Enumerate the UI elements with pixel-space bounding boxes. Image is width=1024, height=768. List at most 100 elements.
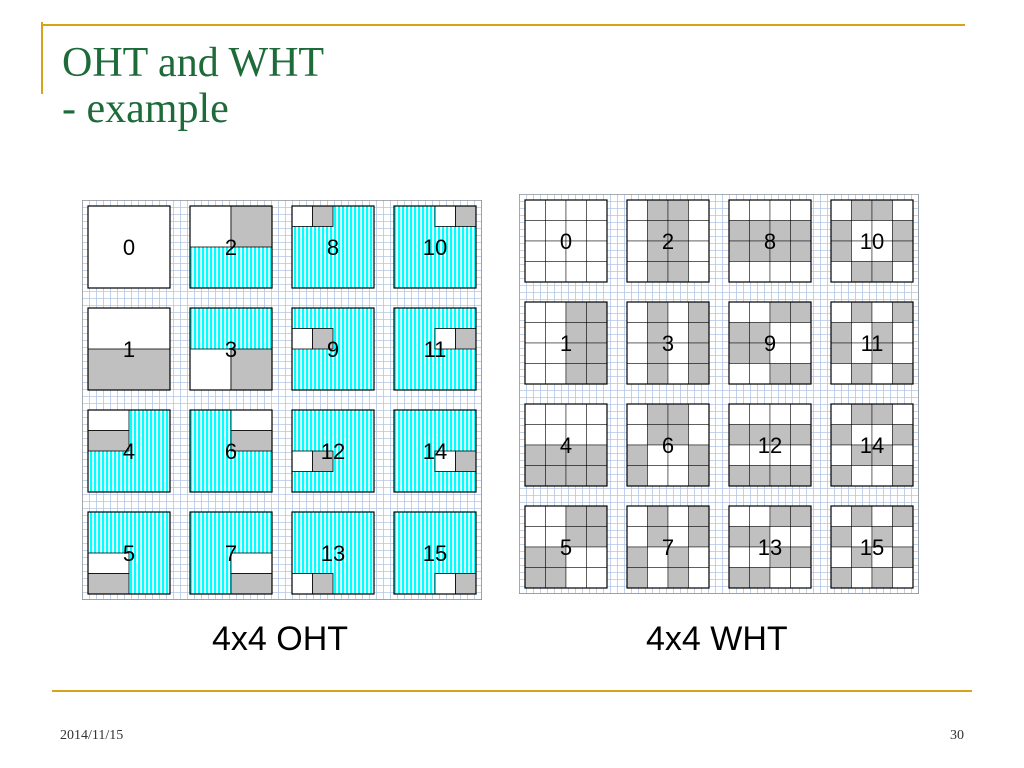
wht-tile-cell xyxy=(586,363,608,385)
wht-tile-cell xyxy=(892,444,914,466)
wht-tile-cell xyxy=(524,301,546,323)
wht-tile-cell xyxy=(830,199,852,221)
wht-tile-cell xyxy=(586,220,608,242)
oht-tile-block xyxy=(291,450,313,472)
wht-tile-border xyxy=(728,403,812,487)
wht-tile-cell xyxy=(688,526,710,548)
wht-tile-cell xyxy=(728,403,750,425)
wht-tile-cell xyxy=(728,240,750,262)
wht-tile-cell xyxy=(871,403,893,425)
oht-tile-block xyxy=(312,328,334,350)
wht-tile-cell xyxy=(626,546,648,568)
wht-tile-cell xyxy=(647,465,669,487)
wht-tile-cell xyxy=(769,199,791,221)
wht-tile-cell xyxy=(790,444,812,466)
wht-tile-cell xyxy=(830,505,852,527)
oht-tile-12: 12 xyxy=(291,409,375,493)
oht-tile-15: 15 xyxy=(393,511,477,595)
oht-tile-block xyxy=(434,573,456,595)
wht-tile-cell xyxy=(728,220,750,242)
wht-tile-border xyxy=(830,301,914,385)
oht-tile-label: 10 xyxy=(423,235,447,260)
wht-tile-border xyxy=(626,199,710,283)
wht-tile-cell xyxy=(626,526,648,548)
wht-tile-cell xyxy=(565,301,587,323)
wht-tile-cell xyxy=(524,567,546,589)
oht-tile-block xyxy=(291,205,313,227)
wht-tile-cell xyxy=(892,322,914,344)
wht-tile-cell xyxy=(892,505,914,527)
wht-tile-cell xyxy=(728,567,750,589)
wht-tile-10: 10 xyxy=(830,199,914,283)
wht-tile-9: 9 xyxy=(728,301,812,385)
wht-tile-label: 15 xyxy=(860,535,884,560)
wht-tile-cell xyxy=(524,403,546,425)
oht-tile-9: 9 xyxy=(291,307,375,391)
wht-tile-cell xyxy=(586,505,608,527)
wht-tile-cell xyxy=(667,567,689,589)
wht-tile-label: 7 xyxy=(662,535,674,560)
wht-tile-cell xyxy=(851,199,873,221)
oht-tile-border xyxy=(189,409,273,493)
oht-tile-label: 7 xyxy=(225,541,237,566)
title-line-2: - example xyxy=(62,86,229,132)
wht-tile-cell xyxy=(790,505,812,527)
oht-tile-label: 6 xyxy=(225,439,237,464)
wht-tile-cell xyxy=(851,505,873,527)
wht-tile-label: 1 xyxy=(560,331,572,356)
oht-tile-border xyxy=(87,205,171,289)
wht-tile-cell xyxy=(790,363,812,385)
wht-tile-border xyxy=(728,505,812,589)
oht-tile-block xyxy=(230,348,273,391)
oht-tile-border xyxy=(393,511,477,595)
wht-tile-cell xyxy=(565,567,587,589)
oht-tile-label: 1 xyxy=(123,337,135,362)
wht-tile-cell xyxy=(892,342,914,364)
wht-tile-cell xyxy=(830,220,852,242)
title-line-1: OHT and WHT xyxy=(62,40,325,86)
oht-tile-block xyxy=(189,205,232,248)
wht-tile-cell xyxy=(790,465,812,487)
wht-tile-6: 6 xyxy=(626,403,710,487)
wht-tile-cell xyxy=(647,567,669,589)
oht-tile-label: 15 xyxy=(423,541,447,566)
oht-tile-border xyxy=(87,511,171,595)
wht-tile-cell xyxy=(769,301,791,323)
wht-tile-cell xyxy=(871,199,893,221)
wht-tile-cell xyxy=(749,199,771,221)
wht-tile-cell xyxy=(586,301,608,323)
oht-tile-10: 10 xyxy=(393,205,477,289)
wht-tile-border xyxy=(626,301,710,385)
wht-tile-cell xyxy=(586,546,608,568)
wht-tile-cell xyxy=(586,261,608,283)
oht-tile-label: 13 xyxy=(321,541,345,566)
wht-tile-cell xyxy=(830,261,852,283)
wht-tile-cell xyxy=(728,199,750,221)
wht-tile-3: 3 xyxy=(626,301,710,385)
oht-tile-block xyxy=(434,205,456,227)
wht-tile-cell xyxy=(790,403,812,425)
wht-tile-cell xyxy=(892,424,914,446)
wht-tile-cell xyxy=(667,505,689,527)
wht-tile-label: 9 xyxy=(764,331,776,356)
wht-tile-cell xyxy=(586,465,608,487)
oht-tile-border xyxy=(87,307,171,391)
wht-tile-cell xyxy=(728,342,750,364)
wht-tile-cell xyxy=(586,322,608,344)
wht-tile-4: 4 xyxy=(524,403,608,487)
wht-tile-cell xyxy=(524,465,546,487)
oht-tile-label: 5 xyxy=(123,541,135,566)
wht-tile-cell xyxy=(830,567,852,589)
wht-tile-cell xyxy=(626,403,648,425)
wht-tile-cell xyxy=(667,301,689,323)
wht-tile-cell xyxy=(892,526,914,548)
wht-tile-cell xyxy=(626,261,648,283)
wht-tile-border xyxy=(524,301,608,385)
wht-tile-cell xyxy=(892,546,914,568)
wht-tile-cell xyxy=(892,567,914,589)
wht-tile-cell xyxy=(728,261,750,283)
wht-tile-cell xyxy=(688,424,710,446)
wht-tile-cell xyxy=(790,526,812,548)
